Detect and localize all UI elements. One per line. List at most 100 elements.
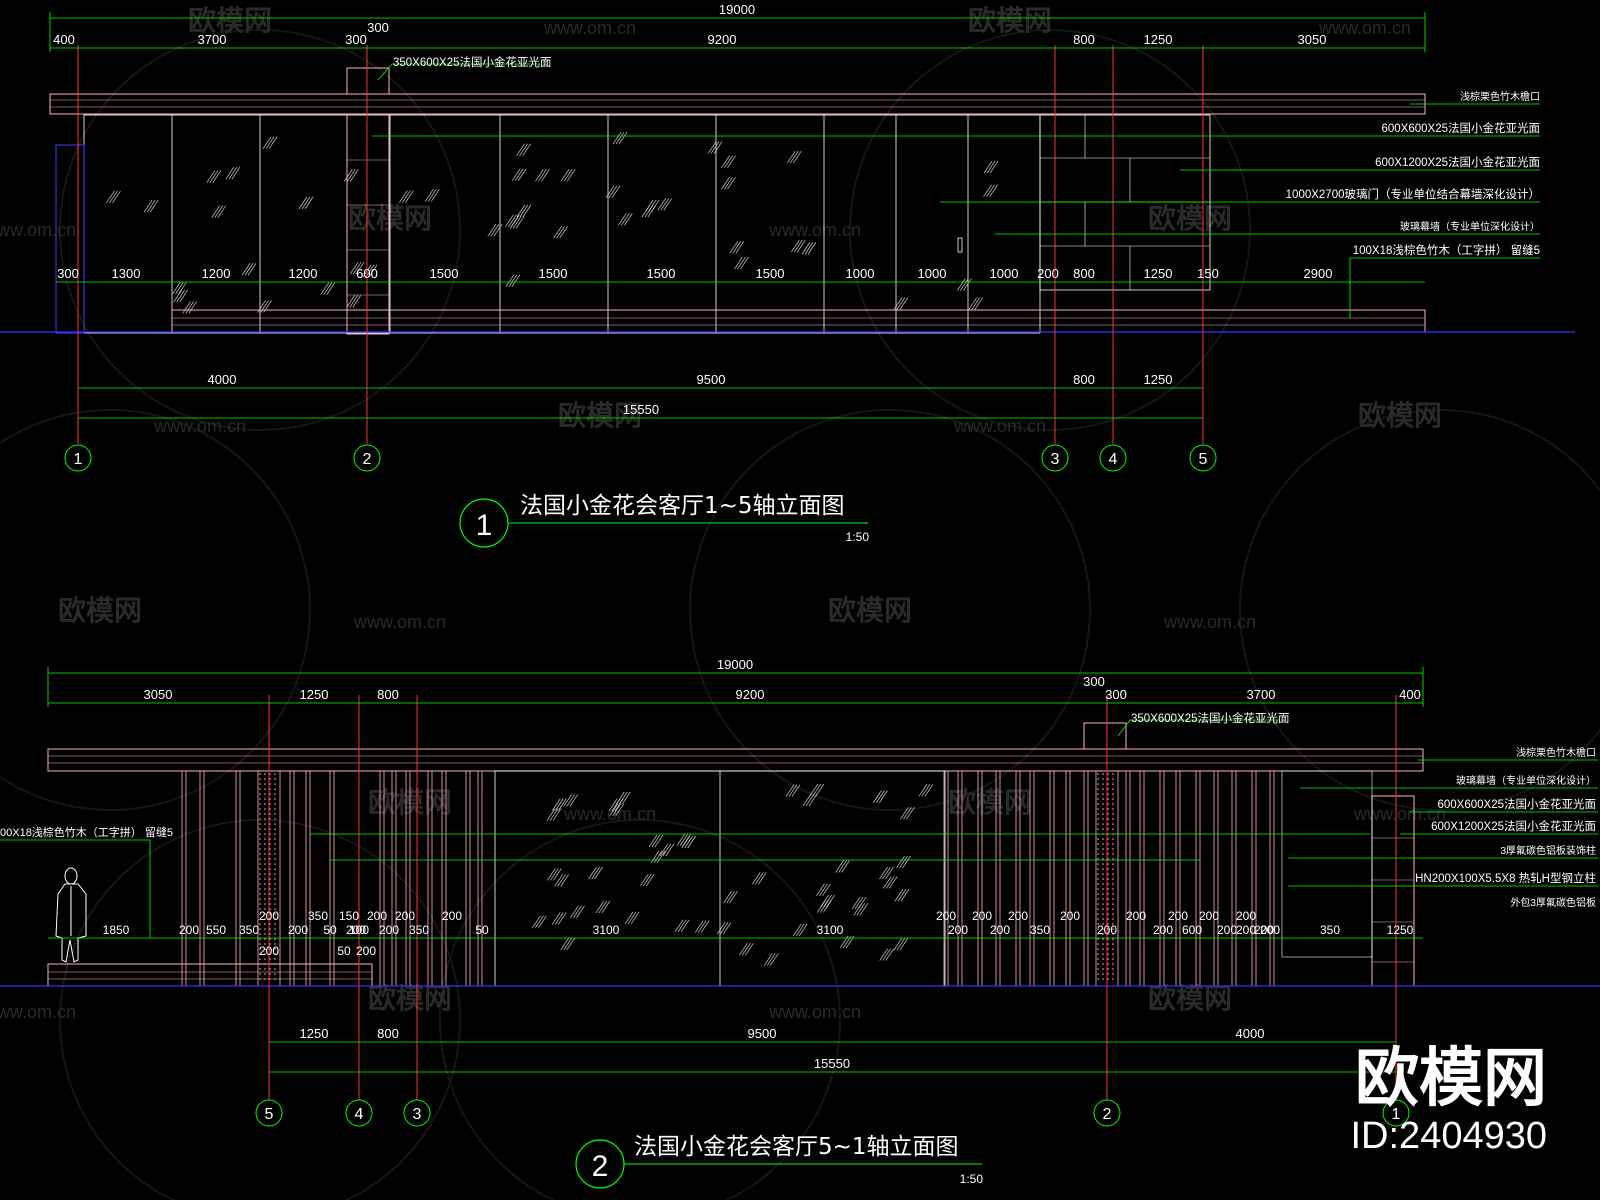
dim-label: 800 bbox=[1073, 266, 1095, 281]
dim-label: 1250 bbox=[300, 1026, 329, 1041]
dim-label: 4000 bbox=[208, 372, 237, 387]
dim-label: 200 bbox=[1153, 923, 1173, 937]
watermark-url: www.om.cn bbox=[1353, 804, 1446, 824]
wood-deck-2 bbox=[47, 963, 373, 987]
title-number: 2 bbox=[592, 1150, 609, 1183]
wall-panel-2 bbox=[1281, 770, 1373, 958]
glass-mullions-1 bbox=[171, 115, 969, 333]
watermark-brand: 欧模网 bbox=[368, 982, 452, 1015]
material-label: 350X600X25法国小金花亚光面 bbox=[393, 55, 552, 69]
axis-bubbles-2: 5 4 3 2 1 bbox=[255, 1099, 1410, 1127]
dim-label: 800 bbox=[1073, 32, 1095, 47]
dim-label: 350 bbox=[1320, 923, 1340, 937]
dim-label: 200 bbox=[442, 909, 462, 923]
dim-label: 1200 bbox=[289, 266, 318, 281]
title-text: 法国小金花会客厅5~1轴立面图 bbox=[634, 1134, 959, 1160]
dim-label: 200 bbox=[1168, 909, 1188, 923]
material-label: HN200X100X5.5X8 热轧H型钢立柱 bbox=[1415, 871, 1596, 885]
svg-text:4: 4 bbox=[355, 1106, 364, 1123]
watermark-brand: 欧模网 bbox=[968, 4, 1052, 37]
canopy-1 bbox=[49, 93, 1426, 115]
watermark-ring bbox=[59, 29, 461, 431]
material-label: 100X18浅棕色竹木（工字拼） 留缝5 bbox=[1353, 243, 1540, 257]
human-scale-figure bbox=[55, 867, 87, 963]
dim-overall-1: 19000 bbox=[719, 2, 755, 17]
canopy-2 bbox=[47, 748, 1424, 772]
dim-label: 150 bbox=[339, 909, 359, 923]
callout-labels-2: 350X600X25法国小金花亚光面 浅棕栗色竹木檐口 玻璃幕墙（专业单位深化设… bbox=[0, 711, 1596, 909]
watermark-url: www.om.cn bbox=[0, 220, 76, 240]
svg-text:5: 5 bbox=[265, 1106, 274, 1123]
dim-label: 3050 bbox=[144, 687, 173, 702]
axis-lines-2 bbox=[268, 695, 1397, 1100]
material-label: 00X18浅棕色竹木（工字拼） 留缝5 bbox=[0, 825, 173, 839]
axis-bubble: 1 bbox=[1382, 1099, 1410, 1127]
dim-label: 200 bbox=[179, 923, 199, 937]
watermark-ring bbox=[849, 29, 1251, 431]
dim-label: 4000 bbox=[1236, 1026, 1265, 1041]
brand-stamp: 欧模网 ID:2404930 bbox=[1351, 1042, 1548, 1157]
dim-overall-2: 19000 bbox=[717, 657, 753, 672]
watermark-url: www.om.cn bbox=[953, 416, 1046, 436]
bottom-dimensions-1: 4000 9500 800 1250 15550 bbox=[208, 372, 1173, 417]
watermark-layer: 欧模网欧模网欧模网欧模网欧模网欧模网欧模网欧模网欧模网欧模网欧模网欧模网www.… bbox=[0, 4, 1600, 1200]
stone-column-top-1 bbox=[346, 67, 390, 95]
callout-labels-1: 350X600X25法国小金花亚光面 浅棕栗色竹木檐口 600X600X25法国… bbox=[393, 55, 1540, 257]
watermark-url: www.om.cn bbox=[543, 18, 636, 38]
top-dimensions-1: 19000 400 3700 300 300 9200 800 1250 305… bbox=[53, 2, 1326, 47]
axis-bubble: 2 bbox=[353, 444, 381, 472]
dim-label: 200 bbox=[1008, 909, 1028, 923]
dim-label: 3100 bbox=[817, 923, 844, 937]
svg-text:3: 3 bbox=[1051, 451, 1060, 468]
dim-label: 300 bbox=[1083, 674, 1105, 689]
watermark-ring bbox=[689, 409, 1091, 811]
dim-label: 1300 bbox=[112, 266, 141, 281]
material-label: 3厚氟碳色铝板装饰柱 bbox=[1500, 844, 1596, 857]
glass-hatch-1 bbox=[106, 132, 999, 314]
watermark-url: www.om.cn bbox=[1163, 612, 1256, 632]
dim-label: 200 bbox=[346, 923, 366, 937]
watermark-brand: 欧模网 bbox=[1358, 399, 1442, 432]
dim-label: 350 bbox=[308, 909, 328, 923]
svg-text:3: 3 bbox=[413, 1106, 422, 1123]
brand-logo-text: 欧模网 bbox=[1355, 1042, 1547, 1116]
title-text: 法国小金花会客厅1~5轴立面图 bbox=[520, 493, 845, 519]
dim-label: 400 bbox=[53, 32, 75, 47]
scale-label: 1:50 bbox=[960, 1172, 984, 1186]
axis-bubble: 5 bbox=[1189, 444, 1217, 472]
watermark-brand: 欧模网 bbox=[1148, 202, 1232, 235]
dim-label: 200 bbox=[1254, 923, 1274, 937]
material-label: 外包3厚氟碳色铝板 bbox=[1510, 896, 1596, 909]
material-label: 玻璃幕墙（专业单位深化设计） bbox=[1456, 774, 1596, 787]
axis-bubble: 3 bbox=[403, 1099, 431, 1127]
dim-label: 2900 bbox=[1304, 266, 1333, 281]
dim-label: 200 bbox=[948, 923, 968, 937]
dim-label: 200 bbox=[1097, 923, 1117, 937]
dim-label: 300 bbox=[57, 266, 79, 281]
dim-label: 200 bbox=[367, 909, 387, 923]
dim-label: 1500 bbox=[430, 266, 459, 281]
dim-label: 350 bbox=[1030, 923, 1050, 937]
dim-label: 800 bbox=[377, 687, 399, 702]
left-pier-1 bbox=[55, 144, 85, 334]
material-label: 600X600X25法国小金花亚光面 bbox=[1381, 121, 1540, 135]
material-label: 600X1200X25法国小金花亚光面 bbox=[1375, 155, 1540, 169]
svg-text:1: 1 bbox=[1392, 1106, 1401, 1123]
dim-label: 50 bbox=[337, 944, 351, 958]
dim-label: 1250 bbox=[300, 687, 329, 702]
dim-label: 200 bbox=[972, 909, 992, 923]
material-label: 350X600X25法国小金花亚光面 bbox=[1131, 711, 1290, 725]
dim-label: 200 bbox=[1260, 923, 1280, 937]
dim-label: 1000 bbox=[846, 266, 875, 281]
material-label: 600X600X25法国小金花亚光面 bbox=[1437, 797, 1596, 811]
wood-deck-1 bbox=[171, 309, 1426, 333]
axis-lines-1 bbox=[77, 45, 1204, 444]
watermark-url: www.om.cn bbox=[353, 612, 446, 632]
watermark-url: www.om.cn bbox=[1318, 18, 1411, 38]
material-label: 浅棕栗色竹木檐口 bbox=[1516, 746, 1596, 759]
stone-column-top-2 bbox=[1083, 722, 1127, 750]
axis-bubble: 2 bbox=[1093, 1099, 1121, 1127]
dim-label: 9200 bbox=[708, 32, 737, 47]
svg-text:5: 5 bbox=[1199, 451, 1208, 468]
